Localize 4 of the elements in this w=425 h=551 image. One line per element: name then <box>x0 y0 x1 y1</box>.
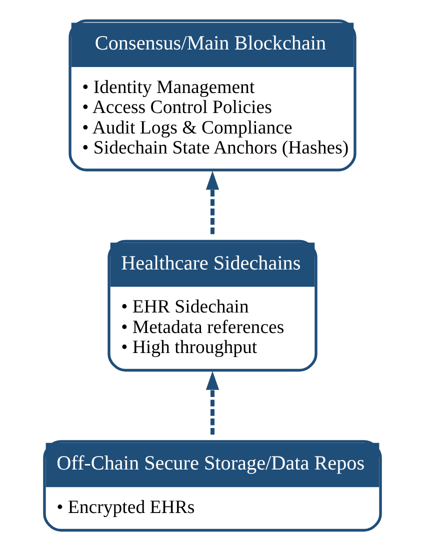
node-box: Off-Chain Secure Storage/Data Repos • Encrypted EHRs <box>43 440 382 532</box>
arrow <box>206 170 220 234</box>
node-box: Healthcare Sidechains • EHR Sidechain • Metadata references • High throughput <box>108 240 318 372</box>
arrow <box>206 371 220 435</box>
